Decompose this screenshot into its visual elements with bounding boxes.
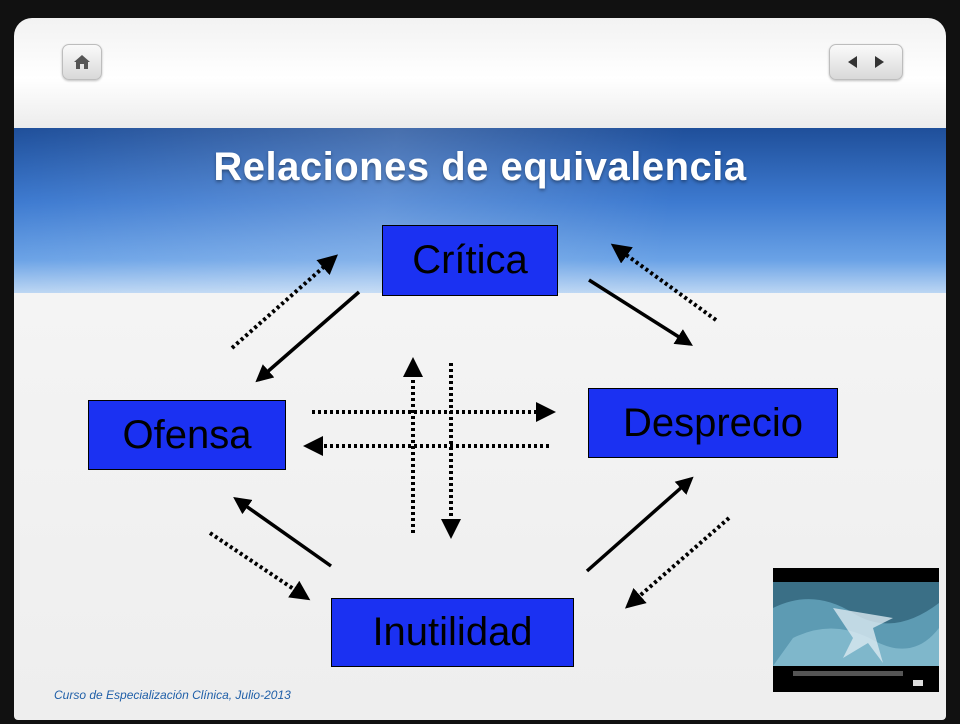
video-thumbnail-image bbox=[773, 568, 939, 692]
dotted-desprecio-critica bbox=[610, 243, 718, 322]
dotted-ofensa-critica bbox=[230, 254, 338, 350]
slide-title: Relaciones de equivalencia bbox=[213, 145, 747, 189]
node-ofensa: Ofensa bbox=[88, 400, 286, 470]
arrow-inutilidad-desprecio bbox=[585, 476, 694, 573]
node-critica: Crítica bbox=[382, 225, 558, 296]
home-icon bbox=[74, 55, 90, 69]
pager-controls bbox=[829, 44, 903, 80]
node-inutilidad: Inutilidad bbox=[331, 598, 574, 667]
footer-text: Curso de Especialización Clínica, Julio-… bbox=[54, 688, 291, 702]
triangle-right-icon[interactable] bbox=[873, 56, 885, 68]
video-thumbnail[interactable] bbox=[773, 568, 939, 692]
dotted-ofensa-inutilidad bbox=[208, 531, 311, 601]
dotted-desprecio-inutilidad bbox=[624, 516, 731, 609]
arrow-inutilidad-ofensa bbox=[233, 496, 333, 568]
arrow-critica-desprecio bbox=[588, 278, 693, 346]
node-desprecio: Desprecio bbox=[588, 388, 838, 458]
arrow-critica-ofensa bbox=[255, 290, 361, 383]
home-button[interactable] bbox=[62, 44, 102, 80]
slide: Relaciones de equivalencia Crítica Of bbox=[14, 18, 946, 720]
relation-arrows bbox=[208, 243, 731, 609]
triangle-left-icon[interactable] bbox=[847, 56, 859, 68]
